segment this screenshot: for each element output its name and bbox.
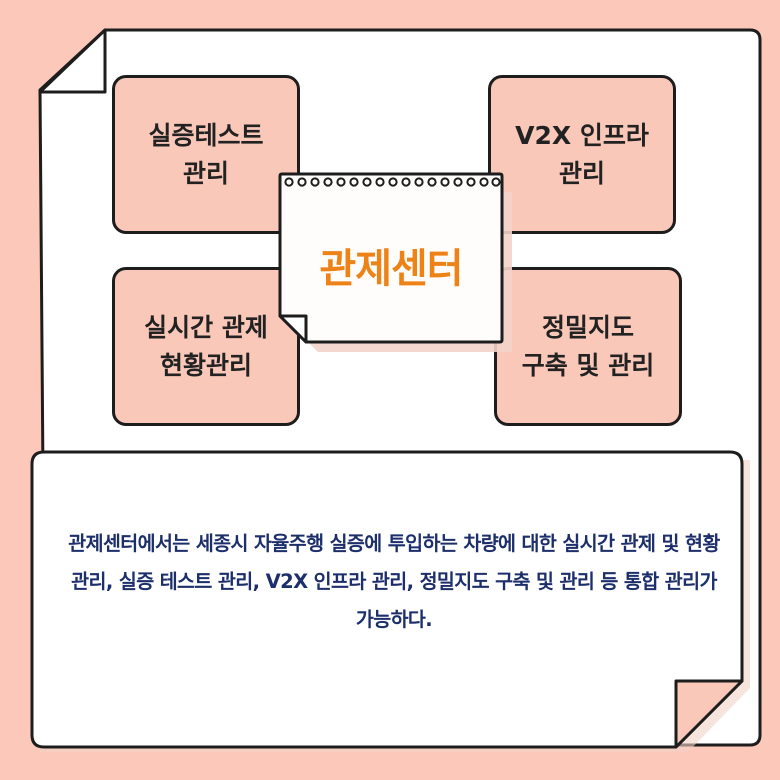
box-v2x-infra-management: V2X 인프라 관리 xyxy=(488,75,676,234)
box-realtime-monitoring-label: 실시간 관제 현황관리 xyxy=(144,313,268,380)
description-text: 관제센터에서는 세종시 자율주행 실증에 투입하는 차량에 대한 실시간 관제 … xyxy=(68,532,720,631)
box-test-management-label: 실증테스트 관리 xyxy=(148,121,264,188)
box-realtime-monitoring: 실시간 관제 현황관리 xyxy=(112,267,300,426)
center-title: 관제센터 xyxy=(319,246,463,292)
box-hd-map-management-label: 정밀지도 구축 및 관리 xyxy=(521,313,655,380)
box-test-management: 실증테스트 관리 xyxy=(112,75,300,234)
box-v2x-infra-management-label: V2X 인프라 관리 xyxy=(515,121,649,188)
box-hd-map-management: 정밀지도 구축 및 관리 xyxy=(494,267,682,426)
spiral-rings xyxy=(284,177,501,187)
